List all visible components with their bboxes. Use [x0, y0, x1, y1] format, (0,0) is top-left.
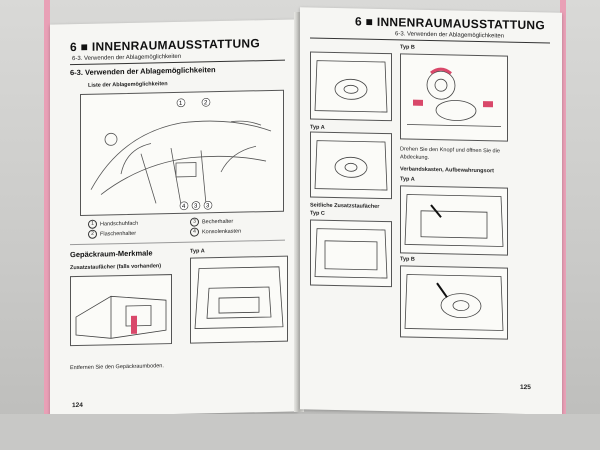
trunk-illustration-3: [310, 219, 392, 288]
luggage-heading: Gepäckraum-Merkmale: [70, 248, 153, 260]
trunk-illustration-1: [310, 51, 392, 122]
svg-text:3: 3: [194, 203, 198, 209]
tray-illustration: [70, 274, 172, 347]
svg-text:3: 3: [206, 203, 210, 209]
page-number-right: 125: [520, 383, 531, 392]
book-gutter: [294, 12, 304, 412]
section-heading: 6-3. Verwenden der Ablagemöglichkeiten: [70, 65, 216, 78]
side-box-illustration-b: [400, 265, 508, 340]
page-number-left: 124: [72, 401, 83, 410]
side-boxes-heading: Verbandskasten, Aufbewahrungsort: [400, 166, 494, 175]
left-page: 6 ■ INNENRAUMAUSSTATTUNG 6-3. Verwenden …: [50, 19, 298, 417]
turn-knob-text: Drehen Sie den Knopf und öffnen Sie die …: [400, 146, 500, 161]
divider: [70, 239, 285, 246]
trunk-illustration-a: [190, 255, 288, 344]
table-surface: [0, 414, 600, 450]
svg-text:2: 2: [204, 100, 208, 106]
svg-text:4: 4: [182, 204, 186, 210]
trunk-illustration-2: [310, 131, 392, 200]
right-cover-edge: [560, 0, 566, 450]
chapter-subtitle: 6-3. Verwenden der Ablagemöglichkeiten: [395, 31, 505, 40]
type-b2-label: Typ B: [400, 256, 415, 263]
type-c-label: Typ C: [310, 210, 325, 217]
extra-tray-label: Zusatzstaufächer (falls vorhanden): [70, 263, 162, 272]
divider: [310, 37, 550, 44]
chapter-heading: 6 ■ INNENRAUMAUSSTATTUNG: [355, 14, 546, 33]
type-a-label: Typ A: [190, 248, 205, 255]
type-b-label: Typ B: [400, 44, 415, 51]
remove-floor-text: Entfernen Sie den Gepäckraumboden.: [70, 363, 164, 372]
chapter-subtitle: 6-3. Verwenden der Ablagemöglichkeiten: [72, 53, 182, 63]
left-cover-edge: [44, 0, 50, 450]
type-a2-label: Typ A: [400, 176, 415, 183]
list-title: Liste der Ablagemöglichkeiten: [88, 81, 168, 89]
svg-text:1: 1: [179, 101, 183, 107]
interior-illustration: 4 3 3 2 1: [80, 89, 284, 216]
side-box-illustration-a: [400, 185, 508, 256]
chapter-heading: 6 ■ INNENRAUMAUSSTATTUNG: [70, 36, 261, 55]
knob-illustration: [400, 53, 508, 142]
right-page: 6 ■ INNENRAUMAUSSTATTUNG 6-3. Verwenden …: [300, 7, 562, 415]
